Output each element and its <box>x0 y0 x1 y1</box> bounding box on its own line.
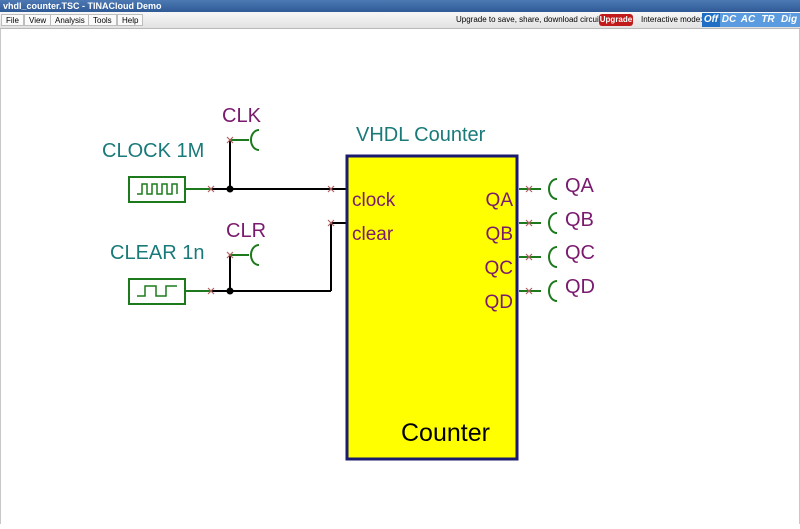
window-title: vhdl_counter.TSC - TINACloud Demo <box>0 0 800 12</box>
clock-generator-symbol[interactable] <box>128 176 210 203</box>
pin-label-qa: QA <box>486 190 514 211</box>
menu-help[interactable]: Help <box>117 14 144 26</box>
qd-probe-icon <box>519 280 558 302</box>
schematic-canvas[interactable]: CLOCK 1M CLEAR 1n CLK CLR VHDL Counter c… <box>0 29 800 524</box>
pin-label-clear: clear <box>352 224 394 245</box>
qb-probe-icon <box>519 212 558 234</box>
clk-probe-label: CLK <box>222 105 262 127</box>
menu-tools[interactable]: Tools <box>88 14 117 26</box>
upgrade-prompt: Upgrade to save, share, download circuit… <box>456 15 608 24</box>
clock-source-label: CLOCK 1M <box>102 140 204 162</box>
output-label-qd: QD <box>565 276 595 298</box>
menu-view[interactable]: View <box>24 14 52 26</box>
junction-clock <box>226 185 234 193</box>
clr-probe-label: CLR <box>226 220 266 242</box>
upgrade-button[interactable]: Upgrade <box>599 14 633 26</box>
menu-analysis[interactable]: Analysis <box>50 14 90 26</box>
qa-probe-icon <box>519 178 558 200</box>
mode-dc-button[interactable]: DC <box>720 13 738 27</box>
output-label-qa: QA <box>565 175 595 197</box>
output-label-qb: QB <box>565 209 594 231</box>
schematic-drawing: CLOCK 1M CLEAR 1n CLK CLR VHDL Counter c… <box>102 105 595 461</box>
clear-generator-symbol[interactable] <box>128 278 210 305</box>
output-label-qc: QC <box>565 242 595 264</box>
clk-probe-icon <box>230 129 260 151</box>
vhdl-counter-block[interactable] <box>345 154 519 461</box>
qc-probe-icon <box>519 246 558 268</box>
pin-label-qb: QB <box>486 224 513 245</box>
pin-label-qd: QD <box>485 292 514 313</box>
block-title: VHDL Counter <box>356 124 486 146</box>
clear-source-label: CLEAR 1n <box>110 242 205 264</box>
mode-tr-button[interactable]: TR <box>758 13 778 27</box>
menu-file[interactable]: File <box>1 14 24 26</box>
junction-clear <box>226 287 234 295</box>
mode-off-button[interactable]: Off <box>702 13 720 27</box>
block-name: Counter <box>401 419 490 447</box>
pin-label-clock: clock <box>352 190 396 211</box>
pin-markers <box>207 136 533 295</box>
mode-dig-button[interactable]: Dig <box>778 13 800 27</box>
mode-ac-button[interactable]: AC <box>738 13 758 27</box>
clr-probe-icon <box>230 244 260 266</box>
pin-label-qc: QC <box>485 258 514 279</box>
wires <box>210 140 346 292</box>
menu-bar: File View Analysis Tools Help Upgrade to… <box>0 12 800 29</box>
interactive-mode-label: Interactive mode: <box>641 15 703 24</box>
